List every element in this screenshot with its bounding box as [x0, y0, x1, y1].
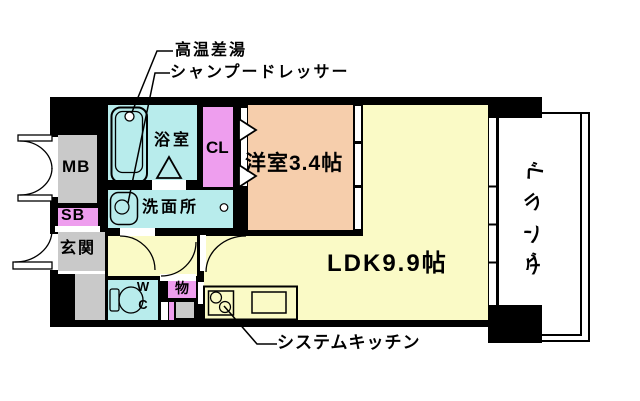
label-hot-water: 高温差湯 — [175, 42, 248, 59]
mb-door-arc-bottom — [19, 167, 53, 196]
closet-door-triangle-top — [238, 117, 258, 143]
label-entrance: 玄関 — [60, 240, 97, 257]
mb-door-leaf-top — [17, 134, 53, 142]
washbasin-bowl — [114, 199, 130, 215]
label-wc-line2: C — [138, 297, 148, 312]
room-closet — [203, 107, 233, 187]
kitchen-sink-circle-1 — [209, 291, 223, 304]
washbasin-icon — [109, 191, 139, 226]
bathtub-icon — [110, 106, 148, 184]
kitchen-counter-icon — [203, 285, 298, 321]
label-shampoo-dresser: シャンプードレッサー — [170, 64, 350, 81]
label-storage: 物 — [175, 280, 189, 296]
ldk-door-gap — [200, 235, 206, 271]
toilet-tank-icon — [109, 288, 120, 312]
room-ldk-main — [363, 105, 488, 320]
label-shoe-box: SB — [61, 207, 86, 224]
shoe-box-gap — [55, 226, 100, 232]
room-entrance-upper — [58, 232, 105, 272]
label-veranda: ベ ラ ン ダ — [520, 157, 548, 281]
storage-lower-box — [176, 302, 194, 318]
label-bathroom: 浴室 — [154, 132, 193, 149]
kitchen-side-gap — [198, 282, 204, 304]
partition-tick-1 — [353, 141, 363, 144]
kitchen-sink-circle-2 — [218, 300, 232, 314]
entrance-door-leaf — [12, 261, 53, 270]
storage-door-white — [161, 302, 168, 320]
label-wc: W C — [130, 279, 156, 316]
hot-water-leader-line — [129, 50, 173, 118]
label-closet: CL — [206, 138, 229, 157]
partition-tick-2 — [353, 185, 363, 188]
system-kitchen-leader-line — [223, 305, 277, 345]
label-meter-box: MB — [62, 157, 91, 176]
washroom-knob-icon — [219, 203, 229, 212]
meter-box-door-gap — [50, 137, 58, 197]
label-western-room: 洋室3.4帖 — [245, 152, 344, 175]
entrance-step-line — [58, 271, 105, 274]
room-entrance-lower — [75, 272, 105, 320]
entrance-door-arc — [14, 229, 53, 263]
wc-door-gap — [160, 274, 196, 281]
room-storage — [168, 280, 196, 298]
closet-door-triangle-bottom — [238, 163, 258, 189]
ldk-door-arc — [205, 235, 247, 273]
corner-block-top — [488, 97, 542, 118]
label-wc-line1: W — [136, 279, 150, 294]
room-western — [248, 105, 353, 230]
bathroom-door-gap — [152, 180, 186, 190]
corner-block-bottom — [488, 305, 542, 343]
room-bathroom — [108, 105, 197, 180]
room-meter-box — [58, 135, 97, 203]
bathroom-door-triangle — [155, 155, 183, 179]
label-ldk: LDK9.9帖 — [327, 250, 448, 277]
kitchen-hob-icon — [251, 291, 287, 314]
mb-door-arc-top — [19, 140, 53, 170]
bathtub-faucet-icon — [124, 111, 135, 122]
hallway-door-arc — [119, 235, 156, 271]
mb-door-leaf-bottom — [17, 194, 53, 202]
label-system-kitchen: システムキッチン — [277, 333, 421, 352]
partition-western-ldk — [353, 104, 363, 231]
room-shoe-box — [58, 208, 98, 226]
storage-door-pink — [169, 302, 174, 320]
wc-door-arc — [160, 241, 197, 277]
toilet-bowl-icon — [118, 286, 144, 314]
shampoo-dresser-leader-line — [127, 72, 170, 204]
kitchen-sink-icon — [207, 290, 235, 316]
hallway-door-gap — [120, 228, 155, 236]
entrance-door-gap — [50, 234, 58, 270]
label-washroom: 洗面所 — [142, 199, 200, 216]
